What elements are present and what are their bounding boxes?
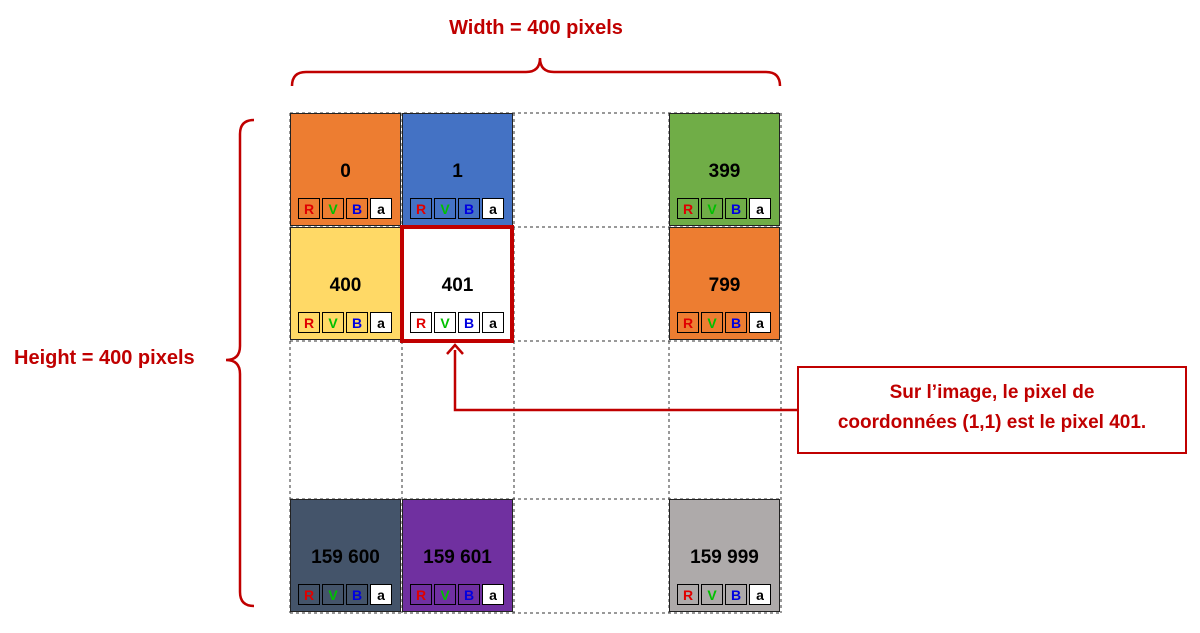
pixel-number: 399 — [708, 161, 741, 182]
channel-v: V — [701, 198, 723, 219]
height-brace — [225, 118, 255, 608]
highlight-frame — [400, 225, 514, 343]
height-label: Height = 400 pixels — [14, 347, 195, 369]
channel-a: a — [749, 198, 771, 219]
width-label: Width = 400 pixels — [449, 17, 623, 39]
channel-a: a — [370, 584, 392, 605]
pixel-cell-159999: 159 999 R V B a — [669, 499, 780, 612]
annotation-line-2: coordonnées (1,1) est le pixel 401. — [837, 412, 1147, 433]
channel-r: R — [298, 198, 320, 219]
channel-v: V — [701, 312, 723, 333]
channel-a: a — [370, 198, 392, 219]
channel-row: R V B a — [410, 198, 506, 219]
annotation-line-1: Sur l’image, le pixel de — [889, 382, 1095, 403]
channel-row: R V B a — [298, 584, 394, 605]
pixel-cell-401: 401 R V B a — [402, 227, 513, 340]
pixel-number: 400 — [329, 275, 362, 296]
channel-row: R V B a — [410, 312, 506, 333]
channel-r: R — [410, 198, 432, 219]
channel-v: V — [434, 584, 456, 605]
channel-row: R V B a — [298, 312, 394, 333]
channel-row: R V B a — [298, 198, 394, 219]
pixel-number: 1 — [452, 161, 463, 182]
channel-r: R — [410, 584, 432, 605]
arrow-head-icon — [446, 343, 464, 355]
channel-b: B — [346, 312, 368, 333]
annotation-arrow — [453, 350, 797, 412]
pixel-number: 159 601 — [423, 547, 492, 568]
pixel-cell-400: 400 R V B a — [290, 227, 401, 340]
channel-a: a — [749, 584, 771, 605]
channel-r: R — [677, 198, 699, 219]
channel-b: B — [725, 584, 747, 605]
annotation-box: Sur l’image, le pixel de coordonnées (1,… — [797, 366, 1187, 454]
channel-a: a — [749, 312, 771, 333]
channel-v: V — [434, 312, 456, 333]
channel-b: B — [725, 312, 747, 333]
pixel-number: 799 — [708, 275, 741, 296]
pixel-number: 0 — [340, 161, 351, 182]
channel-r: R — [298, 312, 320, 333]
channel-b: B — [458, 198, 480, 219]
width-brace — [290, 57, 782, 87]
channel-a: a — [370, 312, 392, 333]
channel-r: R — [677, 584, 699, 605]
pixel-cell-1: 1 R V B a — [402, 113, 513, 226]
pixel-cell-399: 399 R V B a — [669, 113, 780, 226]
channel-a: a — [482, 312, 504, 333]
channel-r: R — [298, 584, 320, 605]
pixel-cell-799: 799 R V B a — [669, 227, 780, 340]
channel-v: V — [434, 198, 456, 219]
pixel-cell-159601: 159 601 R V B a — [402, 499, 513, 612]
channel-row: R V B a — [410, 584, 506, 605]
pixel-cell-0: 0 R V B a — [290, 113, 401, 226]
channel-r: R — [677, 312, 699, 333]
channel-v: V — [322, 312, 344, 333]
channel-a: a — [482, 584, 504, 605]
channel-v: V — [322, 198, 344, 219]
channel-row: R V B a — [677, 198, 773, 219]
pixel-cell-159600: 159 600 R V B a — [290, 499, 401, 612]
channel-v: V — [701, 584, 723, 605]
channel-b: B — [346, 198, 368, 219]
pixel-number: 159 600 — [311, 547, 380, 568]
channel-row: R V B a — [677, 312, 773, 333]
pixel-number: 401 — [441, 275, 474, 296]
channel-v: V — [322, 584, 344, 605]
channel-b: B — [346, 584, 368, 605]
pixel-number: 159 999 — [690, 547, 759, 568]
channel-b: B — [725, 198, 747, 219]
channel-b: B — [458, 584, 480, 605]
channel-r: R — [410, 312, 432, 333]
channel-b: B — [458, 312, 480, 333]
channel-row: R V B a — [677, 584, 773, 605]
channel-a: a — [482, 198, 504, 219]
